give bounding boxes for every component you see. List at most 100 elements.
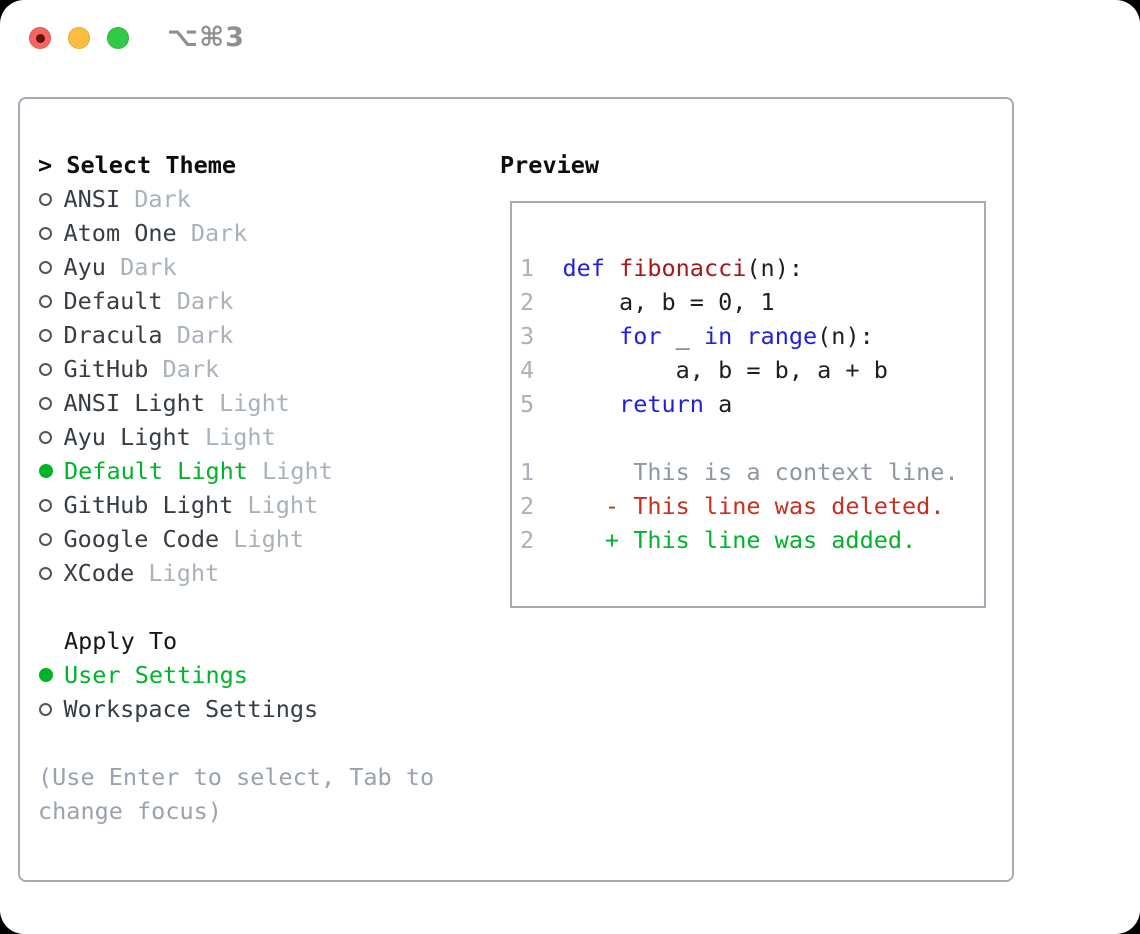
radio-unselected-icon (39, 532, 52, 546)
theme-variant: Dark (162, 287, 234, 315)
code-segment (605, 254, 619, 282)
code-line: 5 return a (520, 387, 984, 421)
line-number: 2 (520, 492, 563, 520)
radio-unselected-icon (39, 362, 52, 376)
theme-option-default-light-light[interactable]: Default Light Light (38, 454, 478, 488)
theme-option-github-light-light[interactable]: GitHub Light Light (38, 488, 478, 522)
code-segment (732, 322, 746, 350)
theme-option-ansi-light-light[interactable]: ANSI Light Light (38, 386, 478, 420)
line-number: 2 (520, 526, 563, 554)
hint-line: (Use Enter to select, Tab to (38, 763, 435, 791)
code-segment: def (562, 254, 605, 282)
code-segment: This is a context line. (562, 458, 959, 486)
code-segment: - This line was deleted. (604, 492, 945, 520)
theme-name: Default Light (64, 457, 248, 485)
code-segment: range (746, 322, 818, 350)
theme-variant: Light (233, 491, 319, 519)
radio-unselected-icon (39, 498, 52, 512)
apply-to-header: Apply To (64, 627, 178, 655)
theme-variant: Light (219, 525, 305, 553)
spacer (38, 590, 478, 624)
theme-option-xcode-light[interactable]: XCode Light (38, 556, 478, 590)
theme-variant: Dark (176, 219, 248, 247)
radio-unselected-icon (39, 226, 52, 240)
theme-variant: Dark (105, 253, 177, 281)
hint-line: change focus) (38, 797, 222, 825)
apply-option-label: User Settings (64, 661, 248, 689)
radio-unselected-icon (39, 396, 52, 410)
theme-option-dracula-dark[interactable]: Dracula Dark (38, 318, 478, 352)
apply-option-workspace-settings[interactable]: Workspace Settings (38, 692, 478, 726)
code-segment (562, 526, 604, 554)
preview-header: Preview (500, 151, 600, 179)
theme-variant: Light (190, 423, 276, 451)
theme-list-title: Select Theme (66, 151, 237, 179)
radio-unselected-icon (39, 430, 52, 444)
line-number: 4 (520, 356, 563, 384)
code-segment (562, 390, 619, 418)
theme-name: GitHub Light (63, 491, 234, 519)
code-line: 3 for _ in range(n): (520, 319, 984, 353)
code-segment: in (703, 322, 733, 350)
code-segment: (n): (746, 254, 803, 282)
theme-name: Ayu Light (63, 423, 191, 451)
theme-option-ayu-light-light[interactable]: Ayu Light Light (38, 420, 478, 454)
radio-unselected-icon (39, 260, 52, 274)
theme-variant: Dark (148, 355, 220, 383)
code-segment: _ (661, 322, 704, 350)
radio-unselected-icon (39, 702, 52, 716)
blank-line (520, 421, 984, 455)
code-segment: (n): (817, 322, 874, 350)
hint-text: (Use Enter to select, Tab to change focus… (38, 760, 478, 828)
theme-option-ansi-dark[interactable]: ANSI Dark (38, 182, 478, 216)
diff-line: 1 This is a context line. (520, 455, 984, 489)
code-segment (562, 492, 604, 520)
theme-variant: Light (247, 457, 333, 485)
theme-name: GitHub (63, 355, 149, 383)
code-segment (562, 322, 619, 350)
code-line: 4 a, b = b, a + b (520, 353, 984, 387)
code-segment: for (619, 322, 662, 350)
radio-unselected-icon (39, 294, 52, 308)
main-panel (18, 97, 1014, 882)
theme-name: Google Code (63, 525, 220, 553)
apply-option-label: Workspace Settings (63, 695, 319, 723)
zoom-button[interactable] (107, 27, 129, 49)
theme-option-default-dark[interactable]: Default Dark (38, 284, 478, 318)
theme-name: ANSI Light (63, 389, 205, 417)
code-line: 1 def fibonacci(n): (520, 251, 984, 285)
theme-name: Atom One (63, 219, 177, 247)
theme-name: ANSI (63, 185, 121, 213)
theme-list-header: > Select Theme (38, 148, 478, 182)
theme-name: Default (63, 287, 163, 315)
theme-variant: Light (204, 389, 290, 417)
theme-name: Dracula (63, 321, 163, 349)
theme-option-google-code-light[interactable]: Google Code Light (38, 522, 478, 556)
theme-variant: Light (134, 559, 220, 587)
line-number: 1 (520, 458, 563, 486)
focus-caret-icon: > (38, 151, 67, 179)
theme-name: XCode (63, 559, 135, 587)
radio-unselected-icon (39, 192, 52, 206)
code-segment: a, b = 0, 1 (562, 288, 775, 316)
minimize-button[interactable] (68, 27, 90, 49)
theme-option-github-dark[interactable]: GitHub Dark (38, 352, 478, 386)
radio-unselected-icon (39, 328, 52, 342)
close-button[interactable] (29, 27, 51, 49)
line-number: 3 (520, 322, 563, 350)
spacer (38, 726, 478, 760)
code-segment: + This line was added. (604, 526, 917, 554)
code-segment: a, b = b, a + b (562, 356, 888, 384)
code-line: 2 a, b = 0, 1 (520, 285, 984, 319)
radio-selected-icon (39, 464, 53, 478)
diff-line: 2 + This line was added. (520, 523, 984, 557)
theme-option-atom-one-dark[interactable]: Atom One Dark (38, 216, 478, 250)
diff-line: 2 - This line was deleted. (520, 489, 984, 523)
radio-selected-icon (39, 668, 53, 682)
theme-option-ayu-dark[interactable]: Ayu Dark (38, 250, 478, 284)
apply-option-user-settings[interactable]: User Settings (38, 658, 478, 692)
radio-unselected-icon (39, 566, 52, 580)
